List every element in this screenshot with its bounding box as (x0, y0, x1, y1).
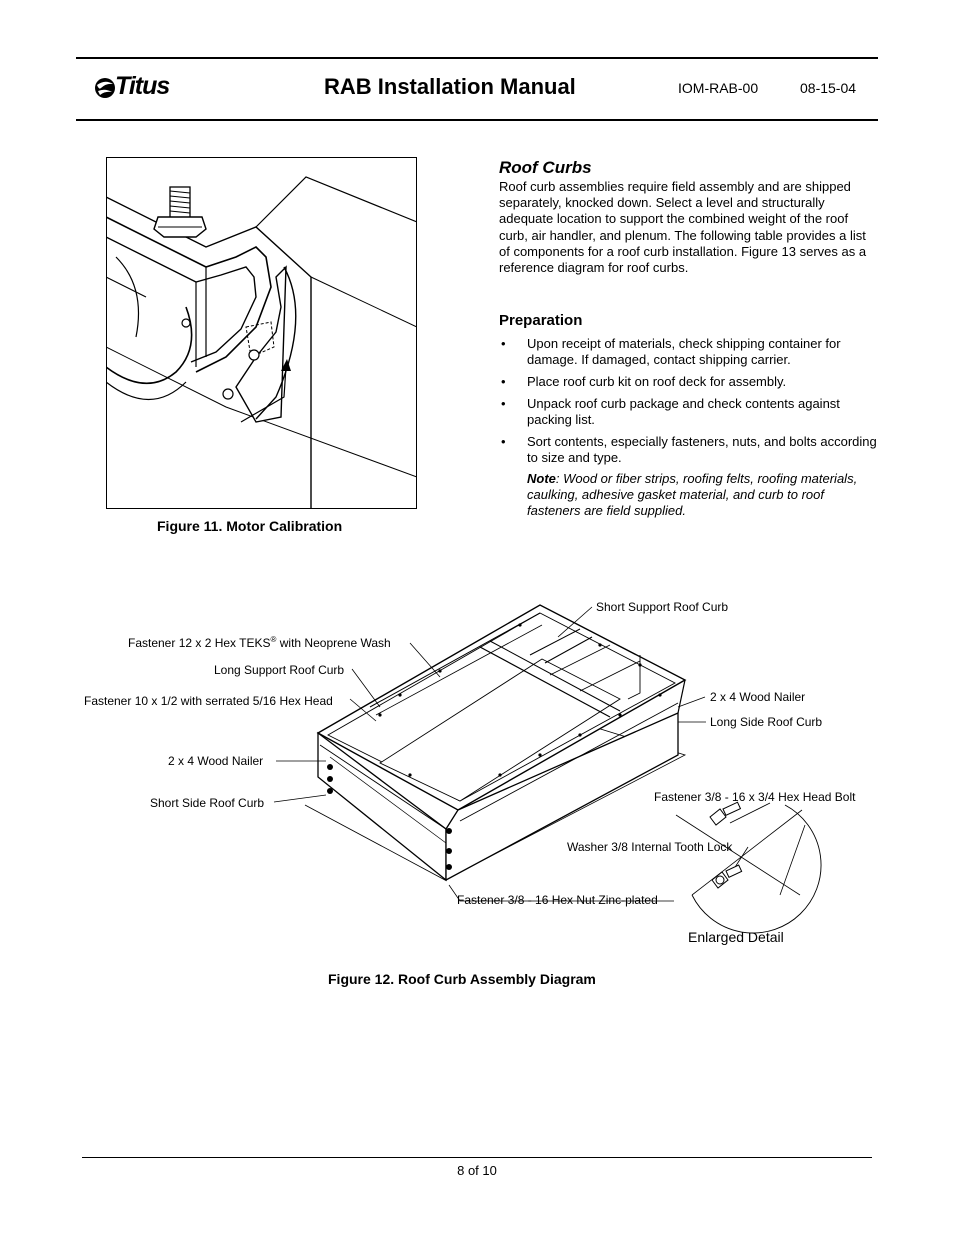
list-item: •Sort contents, especially fasteners, nu… (501, 434, 877, 465)
bullet-icon: • (501, 434, 506, 449)
preparation-note: Note: Wood or fiber strips, roofing felt… (527, 471, 879, 519)
label-wood-nailer-right: 2 x 4 Wood Nailer (710, 690, 805, 704)
label-fastener-teks: Fastener 12 x 2 Hex TEKS® with Neoprene … (128, 635, 391, 650)
preparation-list: •Upon receipt of materials, check shippi… (499, 336, 879, 472)
label-hex-nut: Fastener 3/8 - 16 Hex Nut Zinc-plated (457, 893, 658, 907)
bullet-icon: • (501, 374, 506, 389)
bullet-icon: • (501, 396, 506, 411)
label-long-support: Long Support Roof Curb (214, 663, 344, 677)
roof-curb-assembly-figure: Short Support Roof Curb Fastener 12 x 2 … (84, 600, 856, 945)
label-long-side: Long Side Roof Curb (710, 715, 822, 729)
figure-12-caption: Figure 12. Roof Curb Assembly Diagram (328, 971, 596, 987)
titus-logo: Titus (93, 72, 183, 106)
logo-text: Titus (115, 72, 170, 100)
label-fastener-10: Fastener 10 x 1/2 with serrated 5/16 Hex… (84, 694, 333, 708)
roof-curbs-paragraph: Roof curb assemblies require field assem… (499, 179, 867, 276)
page-title: RAB Installation Manual (324, 74, 576, 99)
footer-rule (82, 1157, 872, 1158)
label-washer: Washer 3/8 Internal Tooth Lock (567, 840, 733, 854)
label-enlarged-detail: Enlarged Detail (688, 929, 784, 945)
figure-11-caption: Figure 11. Motor Calibration (157, 518, 343, 534)
list-item: •Place roof curb kit on roof deck for as… (501, 374, 787, 389)
note-label: Note (527, 471, 556, 486)
note-text: : Wood or fiber strips, roofing felts, r… (527, 471, 858, 518)
label-wood-nailer-left: 2 x 4 Wood Nailer (168, 754, 263, 768)
list-item: •Unpack roof curb package and check cont… (501, 396, 840, 427)
motor-calibration-figure (106, 157, 417, 509)
label-short-side: Short Side Roof Curb (150, 796, 264, 810)
document-id: IOM-RAB-00 (678, 80, 759, 96)
page-number: 8 of 10 (457, 1163, 497, 1178)
roof-curbs-heading: Roof Curbs (499, 158, 592, 177)
list-item: •Upon receipt of materials, check shippi… (501, 336, 841, 367)
label-short-support: Short Support Roof Curb (596, 600, 728, 614)
header-top-rule (76, 57, 878, 59)
header-bottom-rule (76, 119, 878, 121)
bullet-icon: • (501, 336, 506, 351)
document-date: 08-15-04 (800, 80, 857, 96)
preparation-heading: Preparation (499, 312, 583, 329)
swirl-icon (95, 78, 115, 98)
label-hex-head-bolt: Fastener 3/8 - 16 x 3/4 Hex Head Bolt (654, 790, 856, 804)
